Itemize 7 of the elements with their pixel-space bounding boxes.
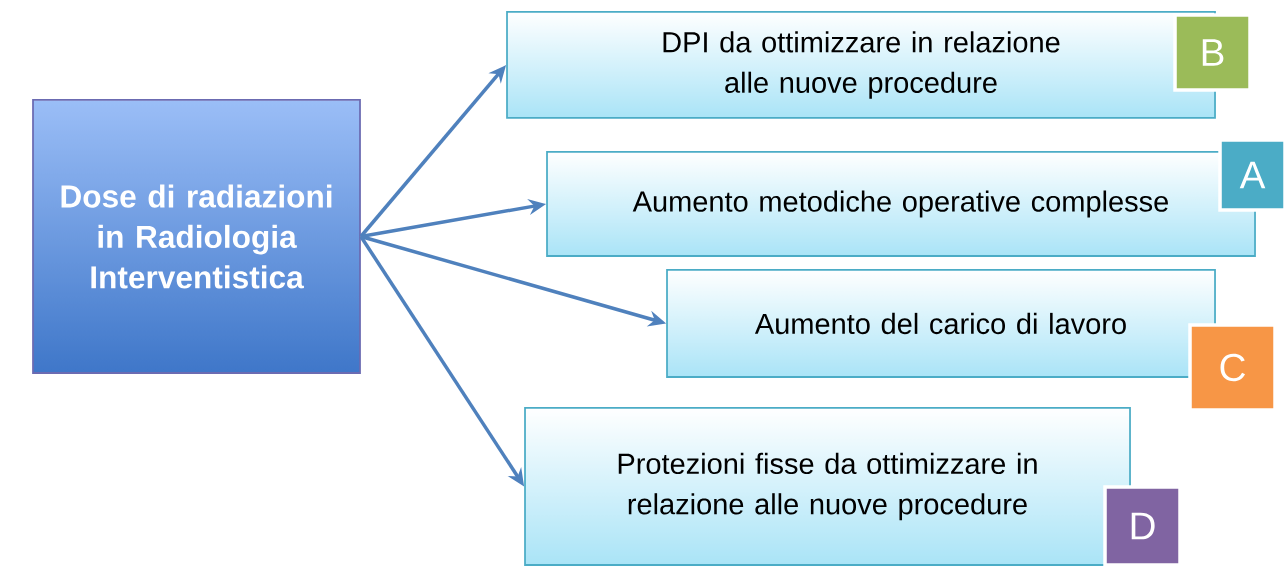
factor-box: Aumento del carico di lavoro [666, 269, 1216, 378]
letter-badge: A [1218, 138, 1287, 212]
topic-box: Dose di radiazioni in Radiologia Interventistica [32, 99, 361, 374]
letter-badge: B [1173, 13, 1252, 92]
letter-badge: D [1103, 485, 1182, 567]
factor-box: Protezioni fisse da ottimizzare in relazione alle nuove procedure [524, 407, 1131, 566]
letter-badge: C [1188, 323, 1277, 412]
